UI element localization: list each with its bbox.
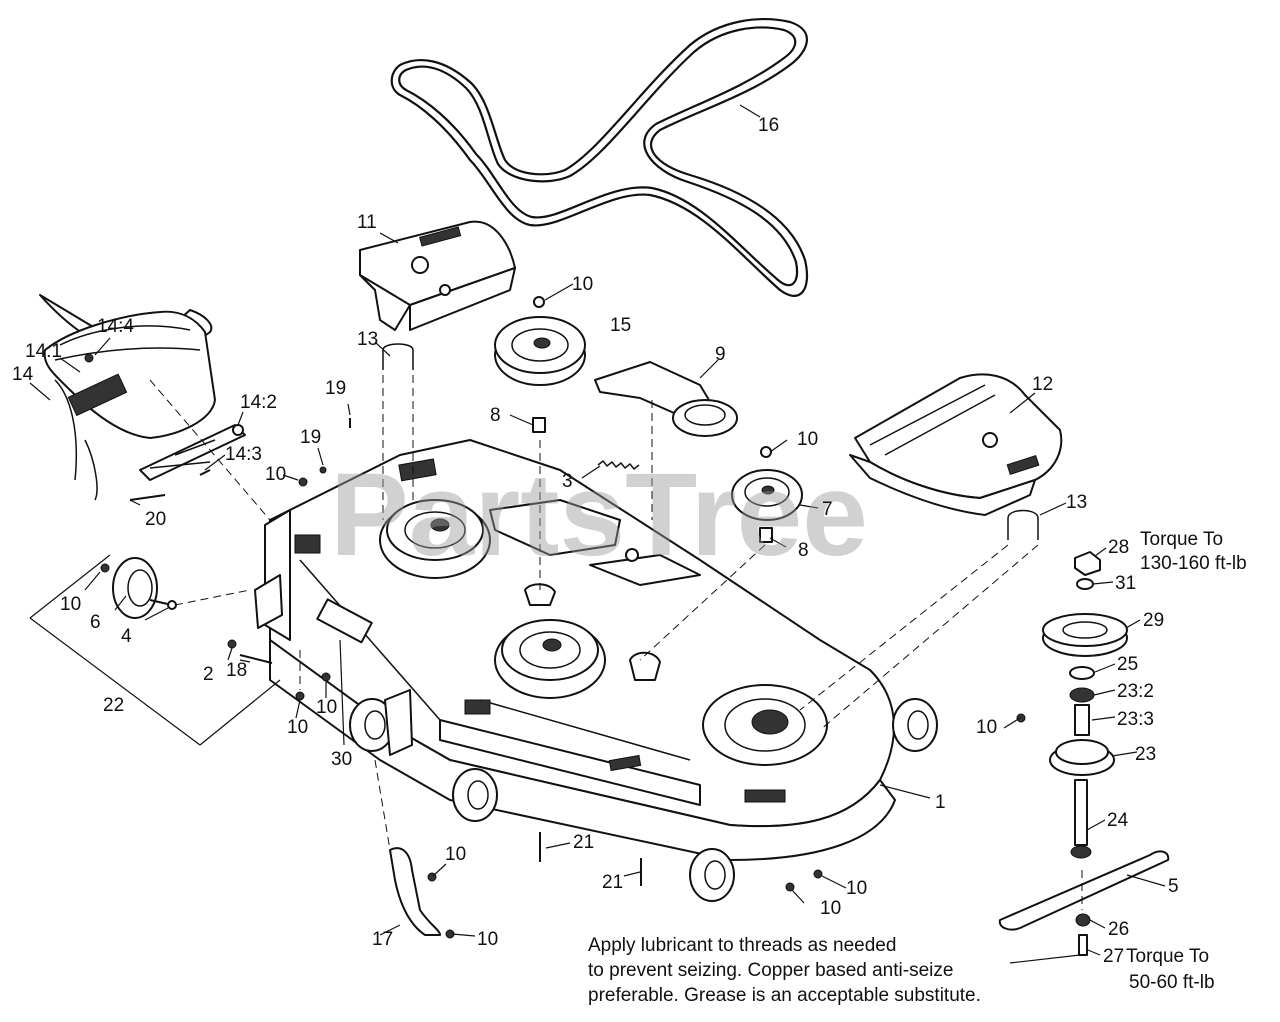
callout-14-3: 14:3 bbox=[225, 444, 262, 465]
callout-13b: 13 bbox=[1066, 492, 1087, 513]
idler-pulley-large bbox=[494, 296, 586, 386]
lubricant-note-line3: preferable. Grease is an acceptable subs… bbox=[588, 985, 981, 1006]
callout-14: 14 bbox=[12, 364, 34, 385]
group-bracket-22 bbox=[29, 554, 281, 746]
callout-15: 15 bbox=[610, 315, 631, 336]
callout-26: 26 bbox=[1108, 919, 1129, 940]
callout-23-3: 23:3 bbox=[1117, 709, 1154, 730]
callout-18: 18 bbox=[226, 660, 247, 681]
front-bracket bbox=[254, 574, 413, 756]
deflector-bracket bbox=[389, 847, 441, 936]
callout-10a: 10 bbox=[572, 274, 593, 295]
torque-note-top-line2: 130-160 ft-lb bbox=[1140, 553, 1247, 574]
deck-spindle-center bbox=[494, 619, 606, 699]
callout-12: 12 bbox=[1032, 374, 1053, 395]
u-bolt-right bbox=[1007, 509, 1039, 540]
callout-10k: 10 bbox=[976, 717, 997, 738]
lubricant-note-line1: Apply lubricant to threads as needed bbox=[588, 935, 896, 956]
callout-13a: 13 bbox=[357, 329, 378, 350]
idler-arm bbox=[594, 361, 738, 437]
torque-note-bottom: Torque To 50-60 ft-lb bbox=[1126, 946, 1215, 993]
callout-4: 4 bbox=[121, 626, 132, 647]
leader-lines bbox=[29, 104, 1166, 964]
callout-23-2: 23:2 bbox=[1117, 681, 1154, 702]
callout-7: 7 bbox=[822, 499, 833, 520]
callout-29: 29 bbox=[1143, 610, 1164, 631]
callout-2: 2 bbox=[203, 664, 214, 685]
callout-3: 3 bbox=[562, 471, 573, 492]
callout-21a: 21 bbox=[573, 832, 594, 853]
callout-21b: 21 bbox=[602, 872, 623, 893]
callout-9: 9 bbox=[715, 344, 726, 365]
callout-25: 25 bbox=[1117, 654, 1138, 675]
pulley-spacers bbox=[532, 417, 773, 543]
belt-cover-top bbox=[359, 220, 516, 331]
callout-22: 22 bbox=[103, 695, 124, 716]
callout-19b: 19 bbox=[300, 427, 321, 448]
anti-scalp-wheels bbox=[349, 698, 938, 902]
callout-10f: 10 bbox=[316, 697, 337, 718]
callout-10h: 10 bbox=[477, 929, 498, 950]
callout-24: 24 bbox=[1107, 810, 1129, 831]
mower-blade bbox=[998, 850, 1170, 931]
idler-bracket bbox=[489, 499, 701, 681]
callout-10c: 10 bbox=[265, 464, 286, 485]
callout-labels: 1 2 3 4 5 6 7 8 8 9 10 10 10 10 10 10 10… bbox=[12, 115, 1179, 967]
callout-14-2: 14:2 bbox=[240, 392, 277, 413]
assembly-lines bbox=[149, 379, 1083, 910]
drive-belt bbox=[390, 18, 809, 297]
torque-note-bottom-line2: 50-60 ft-lb bbox=[1129, 972, 1215, 993]
belt-cover-right bbox=[849, 373, 1063, 516]
torque-note-top-line1: Torque To bbox=[1140, 529, 1223, 550]
callout-10b: 10 bbox=[797, 429, 818, 450]
callout-14-4: 14:4 bbox=[97, 316, 134, 337]
callout-1: 1 bbox=[935, 792, 946, 813]
deck-spindle-left bbox=[379, 499, 491, 579]
gauge-wheel bbox=[112, 557, 177, 619]
torque-note-bottom-line1: Torque To bbox=[1126, 946, 1209, 967]
callout-10i: 10 bbox=[820, 898, 841, 919]
callout-6: 6 bbox=[90, 612, 101, 633]
callout-14-1: 14:1 bbox=[25, 341, 62, 362]
callout-10j: 10 bbox=[846, 878, 867, 899]
callout-10e: 10 bbox=[287, 717, 308, 738]
callout-20: 20 bbox=[145, 509, 166, 530]
lubricant-note-line2: to prevent seizing. Copper based anti-se… bbox=[588, 960, 953, 981]
idler-spring bbox=[597, 459, 640, 471]
callout-27: 27 bbox=[1103, 946, 1124, 967]
deck-spindle-right bbox=[702, 684, 828, 766]
callout-31: 31 bbox=[1115, 573, 1136, 594]
watermark: PartsTree bbox=[330, 449, 868, 581]
callout-17: 17 bbox=[372, 929, 393, 950]
callout-28: 28 bbox=[1108, 537, 1129, 558]
callout-5: 5 bbox=[1168, 876, 1179, 897]
callout-16: 16 bbox=[758, 115, 779, 136]
spindle-assembly-exploded bbox=[1042, 551, 1128, 956]
callout-30: 30 bbox=[331, 749, 352, 770]
callout-10d: 10 bbox=[60, 594, 81, 615]
belt-cover-left bbox=[39, 294, 216, 501]
callout-8b: 8 bbox=[798, 540, 809, 561]
callout-11: 11 bbox=[357, 212, 377, 233]
torque-note-top: Torque To 130-160 ft-lb bbox=[1140, 529, 1247, 574]
lubricant-note: Apply lubricant to threads as needed to … bbox=[588, 935, 981, 1006]
callout-23: 23 bbox=[1135, 744, 1156, 765]
callout-10g: 10 bbox=[445, 844, 466, 865]
fasteners bbox=[84, 353, 1026, 939]
callout-8a: 8 bbox=[490, 405, 501, 426]
callout-19a: 19 bbox=[325, 378, 346, 399]
